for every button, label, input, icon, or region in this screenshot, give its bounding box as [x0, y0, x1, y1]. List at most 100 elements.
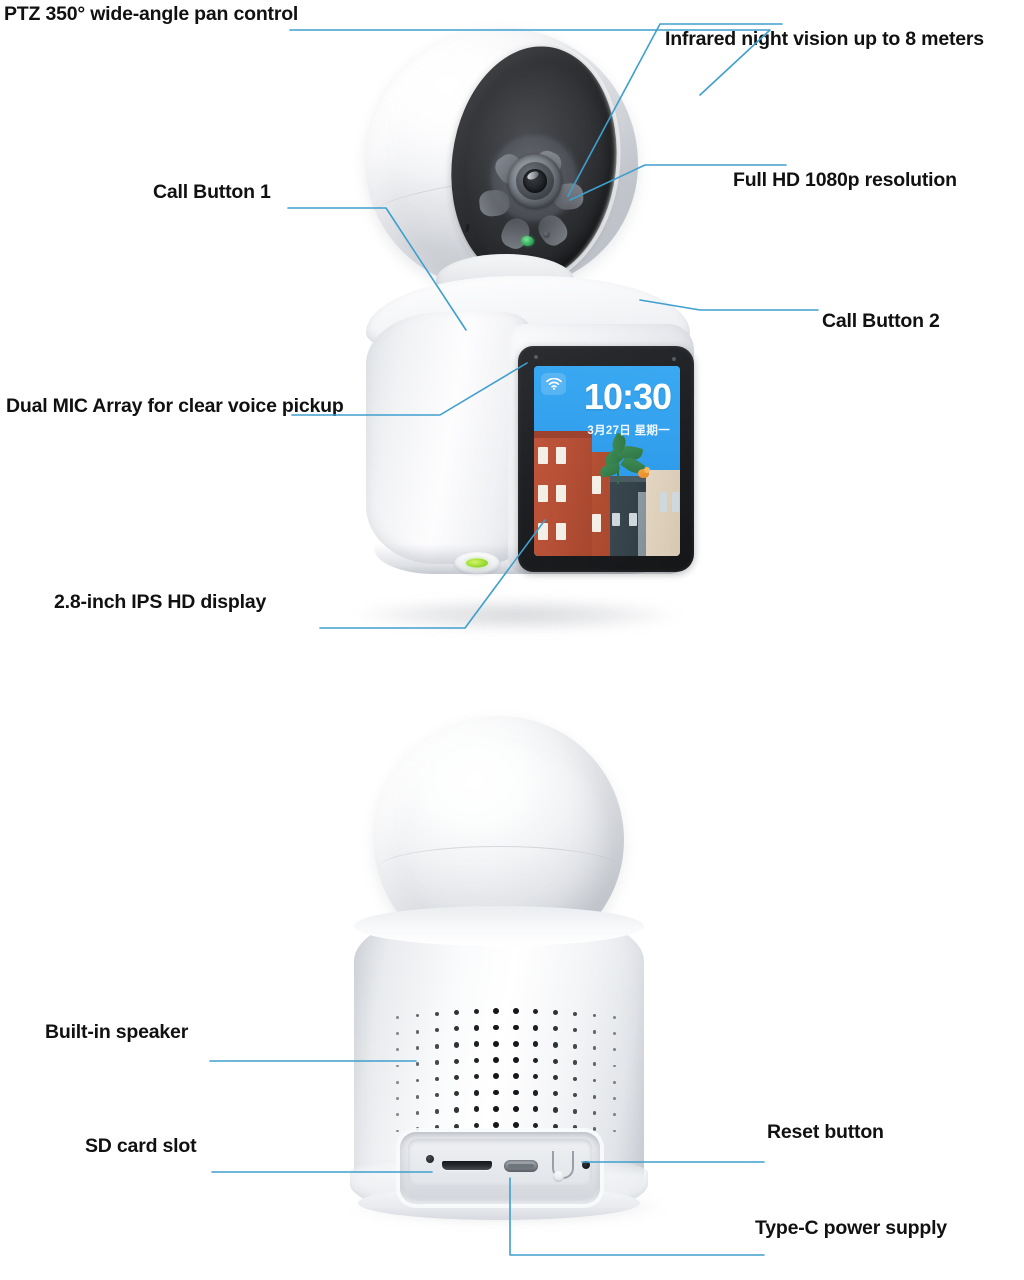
speaker-hole: [415, 1062, 420, 1067]
speaker-hole: [552, 1009, 558, 1016]
speaker-hole: [512, 1105, 519, 1112]
speaker-hole: [532, 1122, 539, 1129]
speaker-hole: [396, 1097, 400, 1100]
speaker-hole: [454, 1107, 460, 1113]
speaker-hole: [454, 1042, 460, 1048]
speaker-hole: [473, 1090, 480, 1096]
speaker-hole: [493, 1024, 500, 1031]
speaker-hole: [512, 1122, 519, 1128]
speaker-hole: [572, 1060, 578, 1065]
speaker-hole: [396, 1032, 400, 1035]
speaker-hole: [454, 1009, 460, 1016]
speaker-hole: [612, 1015, 616, 1019]
callout-sd-card-label: SD card slot: [85, 1135, 197, 1157]
speaker-hole: [434, 1125, 440, 1130]
speaker-hole: [396, 1064, 400, 1068]
speaker-hole: [396, 1113, 400, 1117]
wallpaper-window: [612, 513, 620, 526]
wallpaper-window: [660, 492, 667, 512]
wallpaper-building-red-roof: [534, 431, 592, 438]
speaker-hole: [552, 1074, 558, 1081]
speaker-hole: [612, 1064, 616, 1068]
speaker-hole: [473, 1041, 480, 1047]
speaker-hole: [612, 1097, 616, 1100]
speaker-hole: [396, 1015, 400, 1019]
infrared-led-petal: [478, 188, 511, 218]
wallpaper-window: [592, 514, 601, 532]
speaker-hole: [572, 1092, 578, 1098]
speaker-hole: [415, 1046, 420, 1050]
speaker-hole: [512, 1073, 519, 1080]
wallpaper-building-beige: [646, 470, 680, 556]
speaker-hole: [415, 1094, 420, 1099]
speaker-hole: [512, 1008, 519, 1015]
speaker-hole: [396, 1129, 400, 1133]
speaker-hole: [532, 1041, 539, 1047]
speaker-hole: [612, 1113, 616, 1117]
speaker-hole: [473, 1057, 480, 1064]
wallpaper-window: [556, 485, 566, 502]
speaker-hole: [493, 1089, 500, 1096]
speaker-hole: [415, 1013, 420, 1018]
speaker-hole: [532, 1073, 539, 1080]
speaker-hole: [473, 1122, 480, 1129]
speaker-hole: [592, 1094, 597, 1099]
wallpaper-window: [538, 485, 548, 502]
wifi-icon: [541, 373, 566, 395]
wallpaper-window: [538, 447, 548, 464]
sd-card-slot[interactable]: [442, 1161, 492, 1170]
speaker-hole: [532, 1008, 539, 1015]
speaker-hole: [415, 1029, 420, 1034]
speaker-hole: [415, 1078, 420, 1083]
speaker-hole: [454, 1091, 460, 1097]
display-date: 3月27日 星期一: [587, 425, 670, 437]
speaker-hole: [572, 1125, 578, 1130]
speaker-hole: [493, 1008, 500, 1015]
speaker-hole: [612, 1129, 616, 1133]
speaker-hole: [454, 1123, 460, 1129]
speaker-hole: [473, 1025, 480, 1031]
callout-type-c-label: Type-C power supply: [755, 1217, 947, 1239]
speaker-hole: [612, 1032, 616, 1035]
microphone-pinhole-left: [534, 355, 538, 359]
usb-type-c-port[interactable]: [504, 1160, 538, 1172]
callout-ptz-label: PTZ 350° wide-angle pan control: [4, 3, 299, 25]
speaker-hole: [434, 1027, 440, 1033]
reset-button-pinhole[interactable]: [582, 1161, 590, 1169]
speaker-hole: [592, 1127, 597, 1132]
wallpaper-bird: [638, 469, 649, 478]
speaker-hole: [434, 1044, 440, 1049]
speaker-hole: [396, 1080, 400, 1084]
speaker-grille: [388, 1004, 624, 1134]
speaker-hole: [552, 1091, 558, 1097]
speaker-hole: [415, 1127, 420, 1132]
speaker-hole: [572, 1011, 578, 1017]
speaker-hole: [493, 1040, 500, 1047]
speaker-hole: [552, 1042, 558, 1048]
speaker-hole: [552, 1026, 558, 1032]
microphone-pinhole-right: [672, 357, 676, 361]
speaker-hole: [572, 1044, 578, 1049]
wallpaper-window: [629, 513, 637, 526]
speaker-hole: [572, 1027, 578, 1033]
device-display-screen[interactable]: 10:30 3月27日 星期一: [534, 366, 680, 556]
speaker-hole: [592, 1062, 597, 1067]
speaker-hole: [552, 1058, 558, 1064]
speaker-hole: [434, 1011, 440, 1017]
speaker-hole: [493, 1122, 500, 1128]
callout-reset-label: Reset button: [767, 1121, 884, 1143]
speaker-hole: [415, 1111, 420, 1115]
callout-display-label: 2.8-inch IPS HD display: [54, 591, 267, 613]
product-rear-view: [330, 700, 700, 1240]
product-shadow: [354, 598, 680, 632]
speaker-hole: [512, 1040, 519, 1047]
speaker-hole: [454, 1058, 460, 1064]
speaker-hole: [552, 1123, 558, 1129]
speaker-hole: [592, 1046, 597, 1050]
speaker-hole: [532, 1057, 539, 1064]
call-button-1-led: [466, 558, 488, 568]
device-base: 10:30 3月27日 星期一: [360, 276, 696, 576]
speaker-hole: [493, 1057, 500, 1063]
call-button-1[interactable]: [454, 552, 500, 574]
